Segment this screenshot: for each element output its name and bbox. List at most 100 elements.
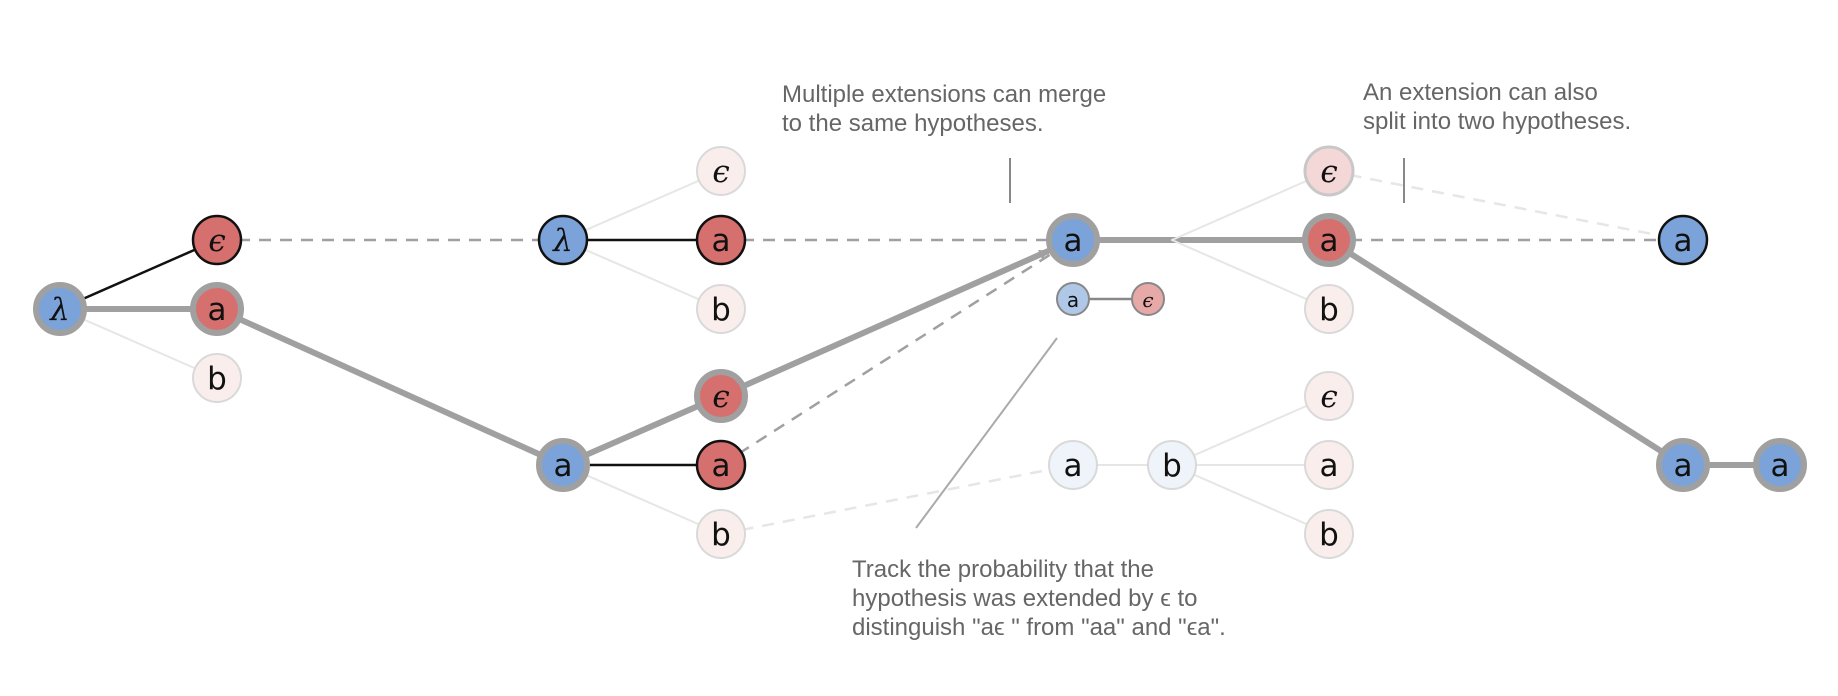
node-n13: a [1056,282,1090,316]
node-label: a [712,223,731,259]
node-circle [537,214,589,266]
node-label: ϵ [712,154,729,190]
edge-n9-n12 [718,248,1051,399]
node-label: ϵ [208,223,225,259]
node-circle [190,282,244,336]
annotation-split: An extension can also split into two hyp… [1363,79,1631,135]
node-circle [1304,440,1354,490]
node-n1: ϵ [191,214,243,266]
node-label: b [207,361,227,397]
node-circle [1304,509,1354,559]
node-label: a [1067,288,1079,312]
edge-n12-n17 [1171,170,1330,241]
node-label: b [1162,448,1182,484]
edge-n16-n22 [1171,464,1330,535]
node-label: a [1771,448,1790,484]
node-label: ϵ [1320,379,1337,415]
node-n25: a [1753,438,1807,492]
edge-n4-n5 [562,170,722,241]
node-n16: b [1147,440,1197,490]
annotation-track-line-2: hypothesis was extended by ϵ to [852,585,1197,612]
node-n18: a [1302,213,1356,267]
node-label: ϵ [1320,154,1337,190]
node-n12: a [1046,213,1100,267]
edge-n4-n7 [562,239,722,310]
edge-n2-n8 [214,306,566,468]
edge-n17-n23 [1328,169,1684,242]
node-n7: b [696,284,746,334]
node-circle [696,146,746,196]
node-circle [1048,440,1098,490]
node-circle [1656,438,1710,492]
edge-n0-n3 [59,308,218,379]
edge-n8-n9 [560,393,724,468]
node-label: ϵ [1142,288,1153,312]
node-label: a [1674,448,1693,484]
track-pointer-line [915,337,1058,529]
node-n6: a [695,214,747,266]
node-circle [694,369,748,423]
node-n21: a [1304,440,1354,490]
annotation-merge-line-1: Multiple extensions can merge [782,81,1106,108]
node-n2: a [190,282,244,336]
annotation-split-line-1: An extension can also [1363,79,1598,106]
node-label: b [1319,517,1339,553]
node-circle [536,438,590,492]
annotation-track-line-3: distinguish "aϵ " from "aa" and "ϵa". [852,614,1226,641]
node-circle [1304,284,1354,334]
edge-n18-n24 [1326,237,1686,468]
node-n11: b [696,509,746,559]
node-n19: b [1304,284,1354,334]
annotation-merge-line-2: to the same hypotheses. [782,110,1044,137]
node-label: b [711,292,731,328]
node-circle [1657,214,1709,266]
node-label: a [1064,448,1083,484]
edge-n8-n11 [562,464,722,535]
edge-n11-n15 [720,463,1074,536]
node-circle [1147,440,1197,490]
node-circle [1131,282,1165,316]
node-n0: λ [33,282,87,336]
node-circle [1302,213,1356,267]
node-n15: a [1048,440,1098,490]
node-label: λ [551,223,573,259]
node-n8: a [536,438,590,492]
annotation-track: Track the probability that the hypothesi… [852,556,1226,641]
node-circle [1046,213,1100,267]
node-label: b [1319,292,1339,328]
node-label: b [711,517,731,553]
edge-n12-n19 [1171,239,1330,310]
node-label: a [1320,223,1339,259]
node-n24: a [1656,438,1710,492]
node-label: a [1064,223,1083,259]
annotation-track-line-1: Track the probability that the [852,556,1154,583]
node-circle [1304,371,1354,421]
node-n9: ϵ [694,369,748,423]
node-n5: ϵ [696,146,746,196]
edge-n10-n12 [720,238,1074,467]
node-label: a [208,292,227,328]
node-circle [33,282,87,336]
edge-n0-n1 [58,238,219,311]
edge-n16-n20 [1171,395,1330,466]
node-circle [695,214,747,266]
node-circle [192,353,242,403]
node-label: λ [48,292,70,328]
node-circle [696,284,746,334]
node-n23: a [1657,214,1709,266]
node-n3: b [192,353,242,403]
annotation-split-line-2: split into two hypotheses. [1363,108,1631,135]
node-label: a [712,448,731,484]
node-circle [1753,438,1807,492]
node-n17: ϵ [1303,145,1355,197]
node-circle [191,214,243,266]
node-circle [1056,282,1090,316]
annotation-merge: Multiple extensions can merge to the sam… [782,81,1106,137]
node-label: a [554,448,573,484]
node-n14: ϵ [1131,282,1165,316]
node-circle [695,439,747,491]
node-n4: λ [537,214,589,266]
annotation-pointer-layer [915,158,1405,529]
node-n10: a [695,439,747,491]
